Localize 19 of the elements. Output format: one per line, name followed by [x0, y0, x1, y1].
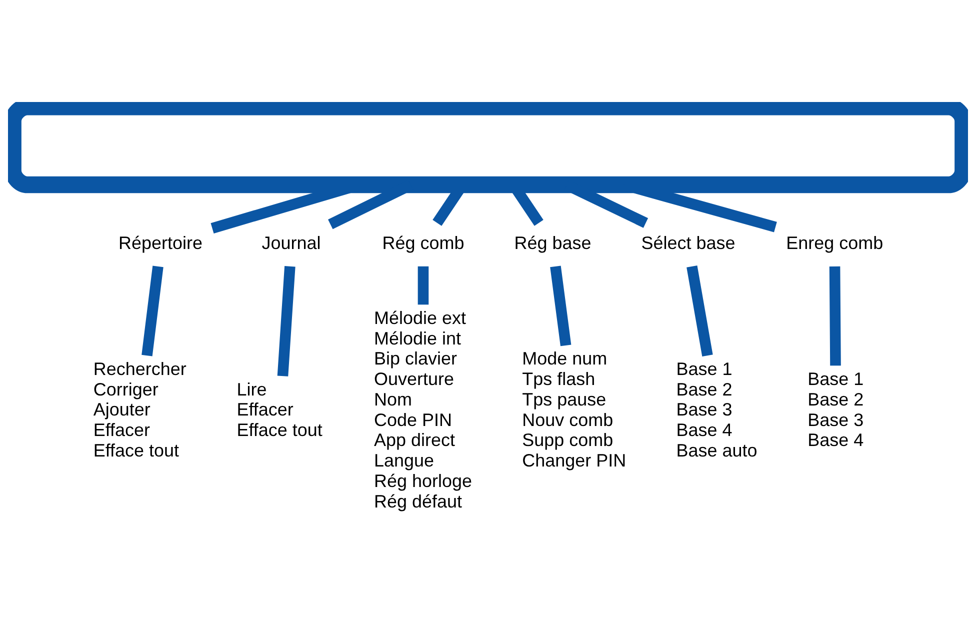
- connector: [142, 266, 164, 356]
- node-text: Journal: [262, 232, 321, 253]
- node-band: [8, 102, 968, 194]
- connector: [686, 265, 713, 356]
- node-text: Mode num Tps flash Tps pause Nouv comb Supp comb Changer PIN: [522, 348, 626, 471]
- node-text: Enreg comb: [786, 232, 884, 253]
- node-text: Base 1 Base 2 Base 3 Base 4: [808, 369, 864, 450]
- node-text: Rechercher Corriger Ajouter Effacer Efface tout: [93, 358, 186, 460]
- node-text: Rég base: [514, 232, 592, 253]
- connector: [550, 266, 572, 346]
- connector: [418, 266, 429, 305]
- connector: [829, 266, 841, 366]
- node-text: Mélodie ext Mélodie int Bip clavier Ouverture Nom Code PIN App direct Langue Rég horloge Rég défaut: [374, 308, 472, 512]
- node-text: Répertoire: [118, 232, 203, 253]
- node-text: Rég comb: [382, 232, 464, 253]
- node-text: Base 1 Base 2 Base 3 Base 4 Base auto: [676, 358, 758, 460]
- node-text: Sélect base: [641, 232, 736, 253]
- connector: [277, 266, 296, 376]
- node-text: Lire Effacer Efface tout: [236, 379, 322, 440]
